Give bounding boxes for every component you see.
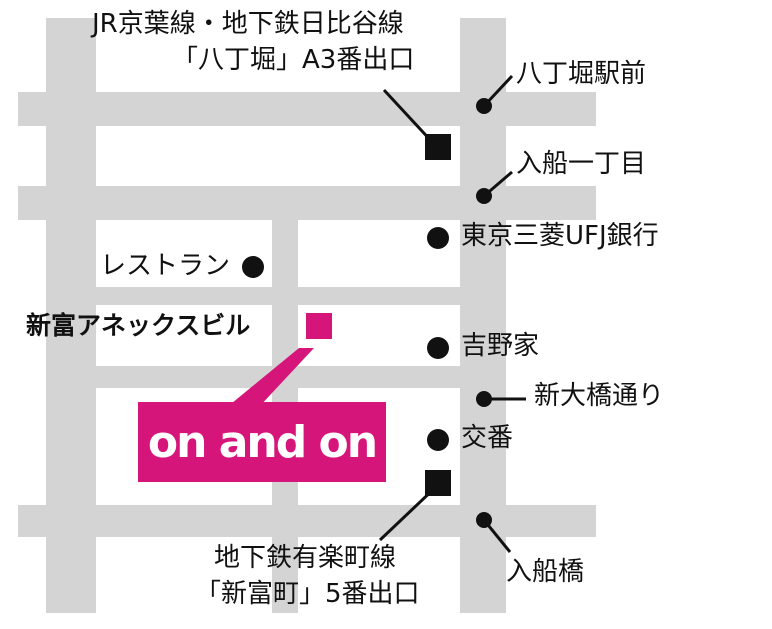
road-horizontal-5 <box>18 505 596 537</box>
exit5-label-line2: 「新富町」5番出口 <box>195 579 420 609</box>
on-and-on-callout: on and on <box>138 402 386 482</box>
irifunebashi-dot-icon <box>476 512 492 528</box>
road-horizontal-2 <box>18 186 596 220</box>
restaurant-label: レストラン <box>100 251 231 281</box>
mufg-bank-dot-icon <box>427 227 449 249</box>
shin-ohashi-dori-label: 新大橋通り <box>534 381 665 411</box>
exit5-label-line1: 地下鉄有楽町線 <box>214 543 397 573</box>
restaurant-dot-icon <box>242 256 264 278</box>
irifune-itchome-label: 入船一丁目 <box>516 149 647 179</box>
roads <box>18 18 596 613</box>
road-horizontal-3 <box>96 287 460 305</box>
building-label: 新富アネックスビル <box>26 311 251 340</box>
building-square-icon <box>306 313 332 339</box>
hatchobori-station-label: 八丁堀駅前 <box>516 59 647 89</box>
mufg-bank-label: 東京三菱UFJ銀行 <box>461 221 659 251</box>
koban-label: 交番 <box>461 423 514 453</box>
callout-pointer <box>226 348 314 408</box>
shin-ohashi-dot-icon <box>476 391 492 407</box>
hatchobori-dot-icon <box>476 98 492 114</box>
road-horizontal-1 <box>18 92 596 126</box>
yoshinoya-label: 吉野家 <box>461 331 540 361</box>
a3-exit-square-icon <box>425 134 451 160</box>
koban-dot-icon <box>427 429 449 451</box>
yoshinoya-dot-icon <box>427 337 449 359</box>
exit5-square-icon <box>425 470 451 496</box>
irifune-itchome-dot-icon <box>476 188 492 204</box>
a3-exit-label-line1: JR京葉線・地下鉄日比谷線 <box>92 9 404 39</box>
irifunebashi-label: 入船橋 <box>506 557 585 587</box>
a3-exit-label-line2: 「八丁堀」A3番出口 <box>172 45 415 75</box>
markers <box>226 98 492 528</box>
